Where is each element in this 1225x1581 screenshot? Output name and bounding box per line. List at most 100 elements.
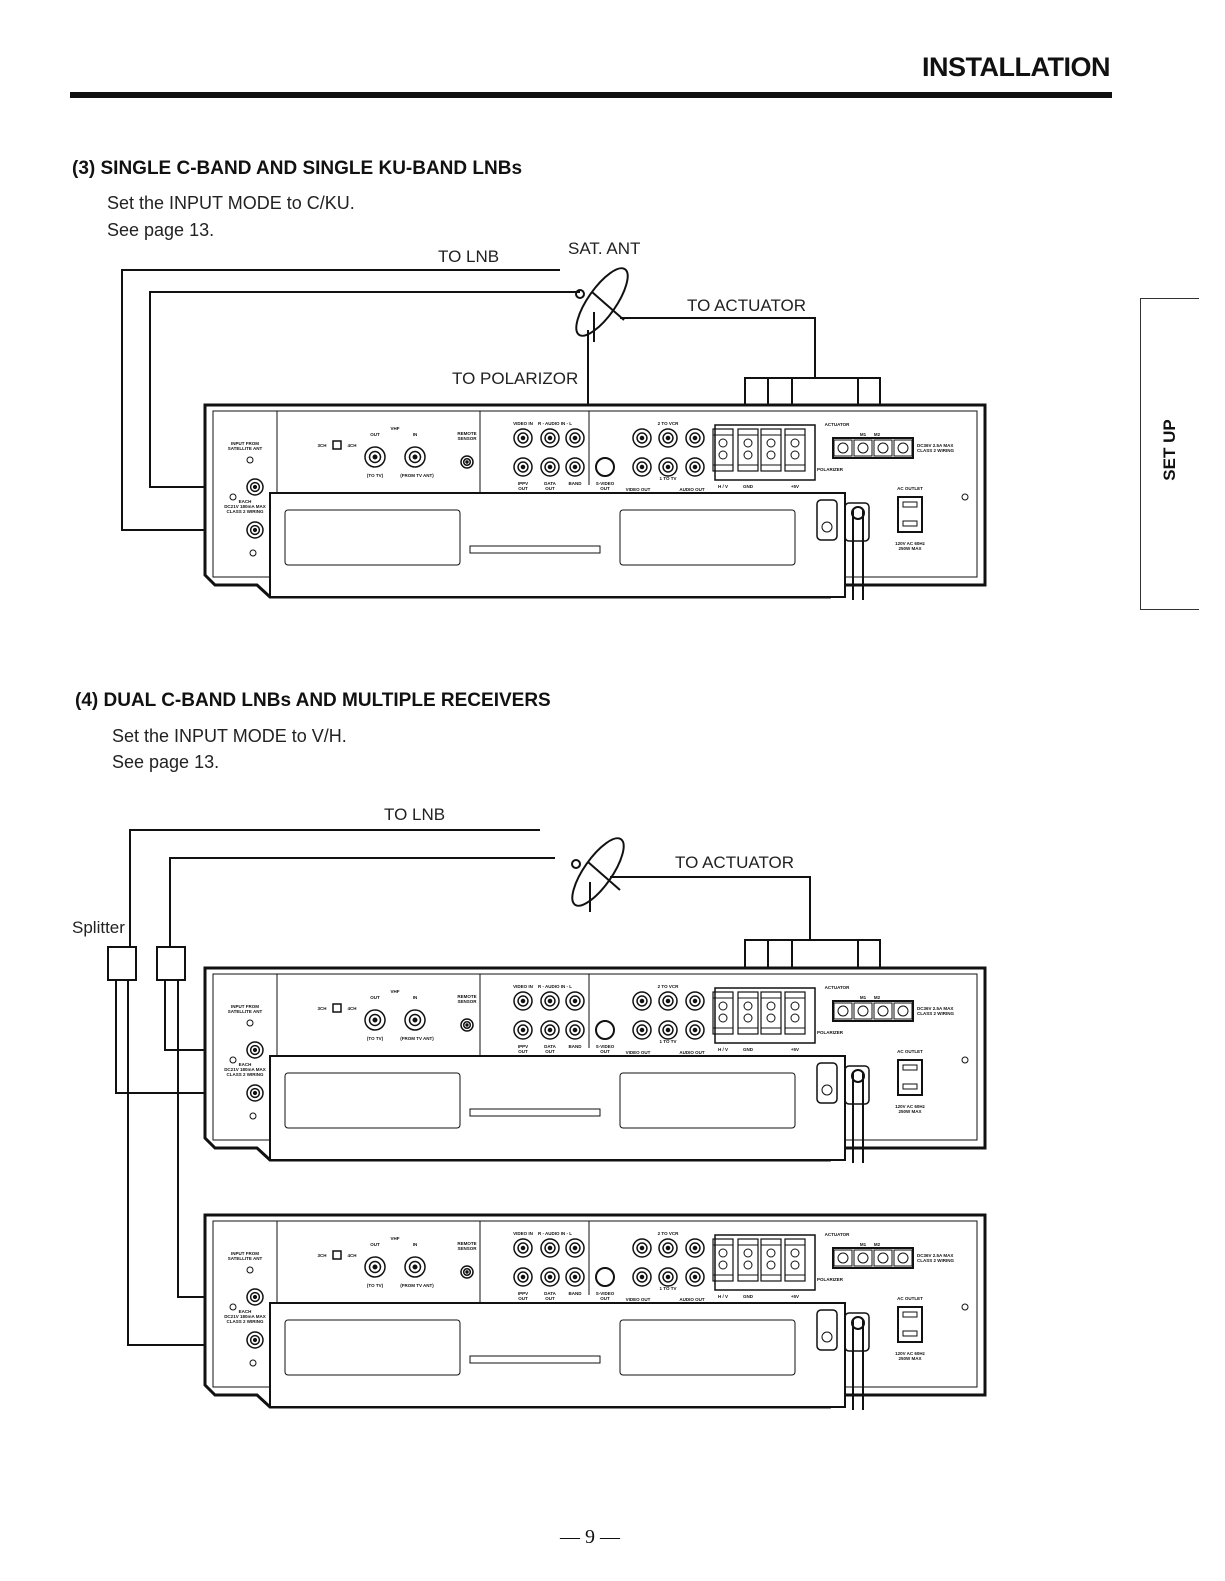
panel-label: 1 TO TV (660, 1039, 677, 1044)
panel-label: AUDIO OUT (679, 1050, 705, 1055)
panel-label: OUT (545, 486, 555, 491)
panel-label: GND (743, 1294, 754, 1299)
panel-label: 4CH (347, 443, 356, 448)
panel-label: S-VIDEO (596, 481, 615, 486)
panel-label: DC36V 2.5A MAX (917, 1253, 953, 1258)
panel-label: 2 TO VCR (658, 1231, 679, 1236)
page-header-title: INSTALLATION (922, 52, 1110, 82)
panel-label: EACH (239, 1062, 252, 1067)
panel-label: R - AUDIO IN - L (538, 984, 572, 989)
panel-label: 250W MAX (898, 546, 921, 551)
label-sat-ant: SAT. ANT (568, 239, 640, 258)
satellite-dish-icon (575, 267, 629, 342)
panel-label: DATA (544, 1044, 557, 1049)
panel-label: 4CH (347, 1253, 356, 1258)
panel-label: AUDIO OUT (679, 487, 705, 492)
panel-label: CLASS 2 WIRING (226, 1072, 264, 1077)
panel-label: (FROM TV ANT) (400, 1283, 434, 1288)
panel-label: VHF (391, 426, 400, 431)
panel-label: 120V AC 60Hz (895, 1104, 926, 1109)
panel-label: POLARIZER (817, 467, 844, 472)
section4-title: (4) DUAL C-BAND LNBs AND MULTIPLE RECEIV… (75, 690, 551, 711)
panel-label: BAND (569, 1291, 583, 1296)
panel-label: M1 (860, 1242, 867, 1247)
panel-label: ACTUATOR (825, 985, 851, 990)
panel-label: POLARIZER (817, 1030, 844, 1035)
panel-label: M2 (874, 432, 881, 437)
panel-label: IN (413, 432, 418, 437)
panel-label: ACTUATOR (825, 1232, 851, 1237)
panel-label: 120V AC 60Hz (895, 1351, 926, 1356)
panel-label: H / V (718, 1047, 728, 1052)
label-to-actuator-2: TO ACTUATOR (675, 853, 794, 872)
panel-label: 1 TO TV (660, 476, 677, 481)
panel-label: REMOTE (457, 1241, 476, 1246)
panel-label: BAND (569, 1044, 583, 1049)
panel-label: IN (413, 1242, 418, 1247)
panel-label: VIDEO IN (513, 1231, 533, 1236)
panel-label: 3CH (317, 443, 326, 448)
section3-title: (3) SINGLE C-BAND AND SINGLE KU-BAND LNB… (72, 158, 523, 179)
panel-label: IPPV (518, 1291, 528, 1296)
panel-label: DC21V 180mA MAX (224, 1067, 266, 1072)
panel-label: OUT (370, 1242, 380, 1247)
panel-label: R - AUDIO IN - L (538, 1231, 572, 1236)
panel-label: REMOTE (457, 994, 476, 999)
panel-label: AC OUTLET (897, 1296, 923, 1301)
panel-label: AC OUTLET (897, 486, 923, 491)
panel-label: (TO TV) (367, 1283, 384, 1288)
panel-label: CLASS 2 WIRING (226, 1319, 264, 1324)
panel-label: VIDEO OUT (626, 487, 651, 492)
panel-label: (FROM TV ANT) (400, 473, 434, 478)
panel-label: CLASS 2 WIRING (917, 1258, 955, 1263)
panel-label: SATELLITE ANT (228, 446, 263, 451)
panel-label: DC36V 2.5A MAX (917, 1006, 953, 1011)
panel-label: POLARIZER (817, 1277, 844, 1282)
splitter-1 (107, 946, 137, 981)
panel-label: CLASS 2 WIRING (917, 448, 955, 453)
panel-label: VHF (391, 989, 400, 994)
panel-label: INPUT FROM (231, 1251, 259, 1256)
panel-label: BAND (569, 481, 583, 486)
panel-label: GND (743, 1047, 754, 1052)
panel-label: CLASS 2 WIRING (917, 1011, 955, 1016)
section3-see-page: See page 13. (107, 220, 215, 240)
panel-label: OUT (545, 1296, 555, 1301)
panel-label: INPUT FROM (231, 1004, 259, 1009)
panel-label: S-VIDEO (596, 1044, 615, 1049)
section3-instruction: Set the INPUT MODE to C/KU. (107, 193, 355, 213)
panel-label: DATA (544, 481, 557, 486)
panel-label: REMOTE (457, 431, 476, 436)
panel-label: (TO TV) (367, 473, 384, 478)
panel-label: 250W MAX (898, 1109, 921, 1114)
panel-label: OUT (600, 486, 610, 491)
panel-label: CLASS 2 WIRING (226, 509, 264, 514)
panel-label: +5V (791, 1294, 799, 1299)
panel-label: 2 TO VCR (658, 421, 679, 426)
panel-label: 3CH (317, 1253, 326, 1258)
panel-label: 4CH (347, 1006, 356, 1011)
label-to-actuator: TO ACTUATOR (687, 296, 806, 315)
panel-label: ACTUATOR (825, 422, 851, 427)
panel-label: R - AUDIO IN - L (538, 421, 572, 426)
panel-label: GND (743, 484, 754, 489)
section4-see-page: See page 13. (112, 752, 220, 772)
panel-label: 250W MAX (898, 1356, 921, 1361)
panel-label: H / V (718, 484, 728, 489)
side-tab[interactable] (1140, 298, 1199, 610)
panel-label: IPPV (518, 481, 528, 486)
panel-label: VIDEO OUT (626, 1050, 651, 1055)
section4-instruction: Set the INPUT MODE to V/H. (112, 726, 347, 746)
panel-label: OUT (600, 1049, 610, 1054)
panel-label: S-VIDEO (596, 1291, 615, 1296)
panel-label: OUT (518, 1049, 528, 1054)
panel-label: SENSOR (457, 1246, 477, 1251)
panel-label: OUT (518, 486, 528, 491)
panel-label: M1 (860, 995, 867, 1000)
panel-label: VIDEO OUT (626, 1297, 651, 1302)
panel-label: AC OUTLET (897, 1049, 923, 1054)
